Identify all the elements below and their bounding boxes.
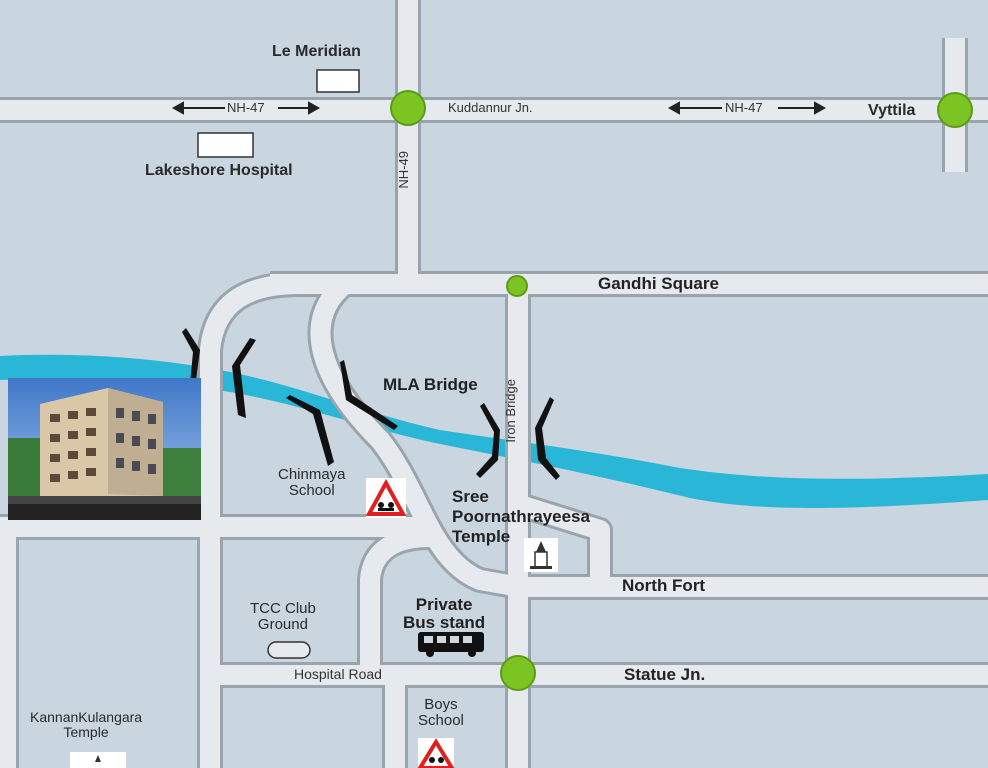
kuddannur-junction-label: Kuddannur Jn. (448, 100, 533, 115)
hospital-road-label: Hospital Road (294, 666, 382, 682)
tcc-club-ground-label: TCC Club Ground (250, 600, 316, 633)
north-fort-label: North Fort (622, 576, 706, 595)
statue-junction-label: Statue Jn. (624, 665, 706, 684)
temple-icon (70, 752, 126, 768)
bridge-mark (535, 397, 560, 480)
private-bus-stand-label: Private Bus stand (403, 595, 486, 632)
boys-school-label: Boys School (418, 696, 464, 729)
bridge-mark (182, 328, 200, 384)
bridge-mark (476, 403, 500, 478)
lakeshore-marker (197, 132, 254, 158)
nh47-arrows (171, 101, 827, 115)
vyttila-label: Vyttila (868, 102, 916, 119)
school-sign-icon (365, 478, 407, 518)
gandhi-square-label: Gandhi Square (598, 274, 719, 293)
bridge-mark (340, 360, 398, 430)
bus-icon (418, 632, 484, 657)
junction-statue (500, 655, 536, 691)
le-meridian-label: Le Meridian (272, 43, 361, 60)
lakeshore-hospital-label: Lakeshore Hospital (145, 162, 293, 179)
apartment-building-photo (8, 378, 201, 520)
bridge-mark (286, 395, 334, 466)
bridge-mark (232, 338, 256, 418)
le-meridian-marker (316, 69, 360, 93)
mla-bridge-label: MLA Bridge (383, 375, 478, 394)
school-sign-icon (417, 738, 455, 768)
temple-icon (524, 538, 558, 572)
nh47-left-label: NH-47 (227, 100, 265, 115)
tcc-ground-marker (267, 641, 311, 659)
iron-bridge-label: Iron Bridge (502, 379, 518, 443)
nh49-label: NH-49 (395, 151, 411, 189)
junction-vyttila (937, 92, 973, 128)
junction-gandhi-square (506, 275, 528, 297)
bridge-markers (182, 328, 560, 480)
sree-poornathrayeesa-temple-label: Sree Poornathrayeesa Temple (452, 487, 590, 547)
river (0, 354, 988, 508)
junction-kuddannur (390, 90, 426, 126)
chinmaya-school-label: Chinmaya School (278, 466, 346, 499)
nh47-right-label: NH-47 (725, 100, 763, 115)
kannankulangara-temple-label: KannanKulangara Temple (30, 709, 143, 740)
